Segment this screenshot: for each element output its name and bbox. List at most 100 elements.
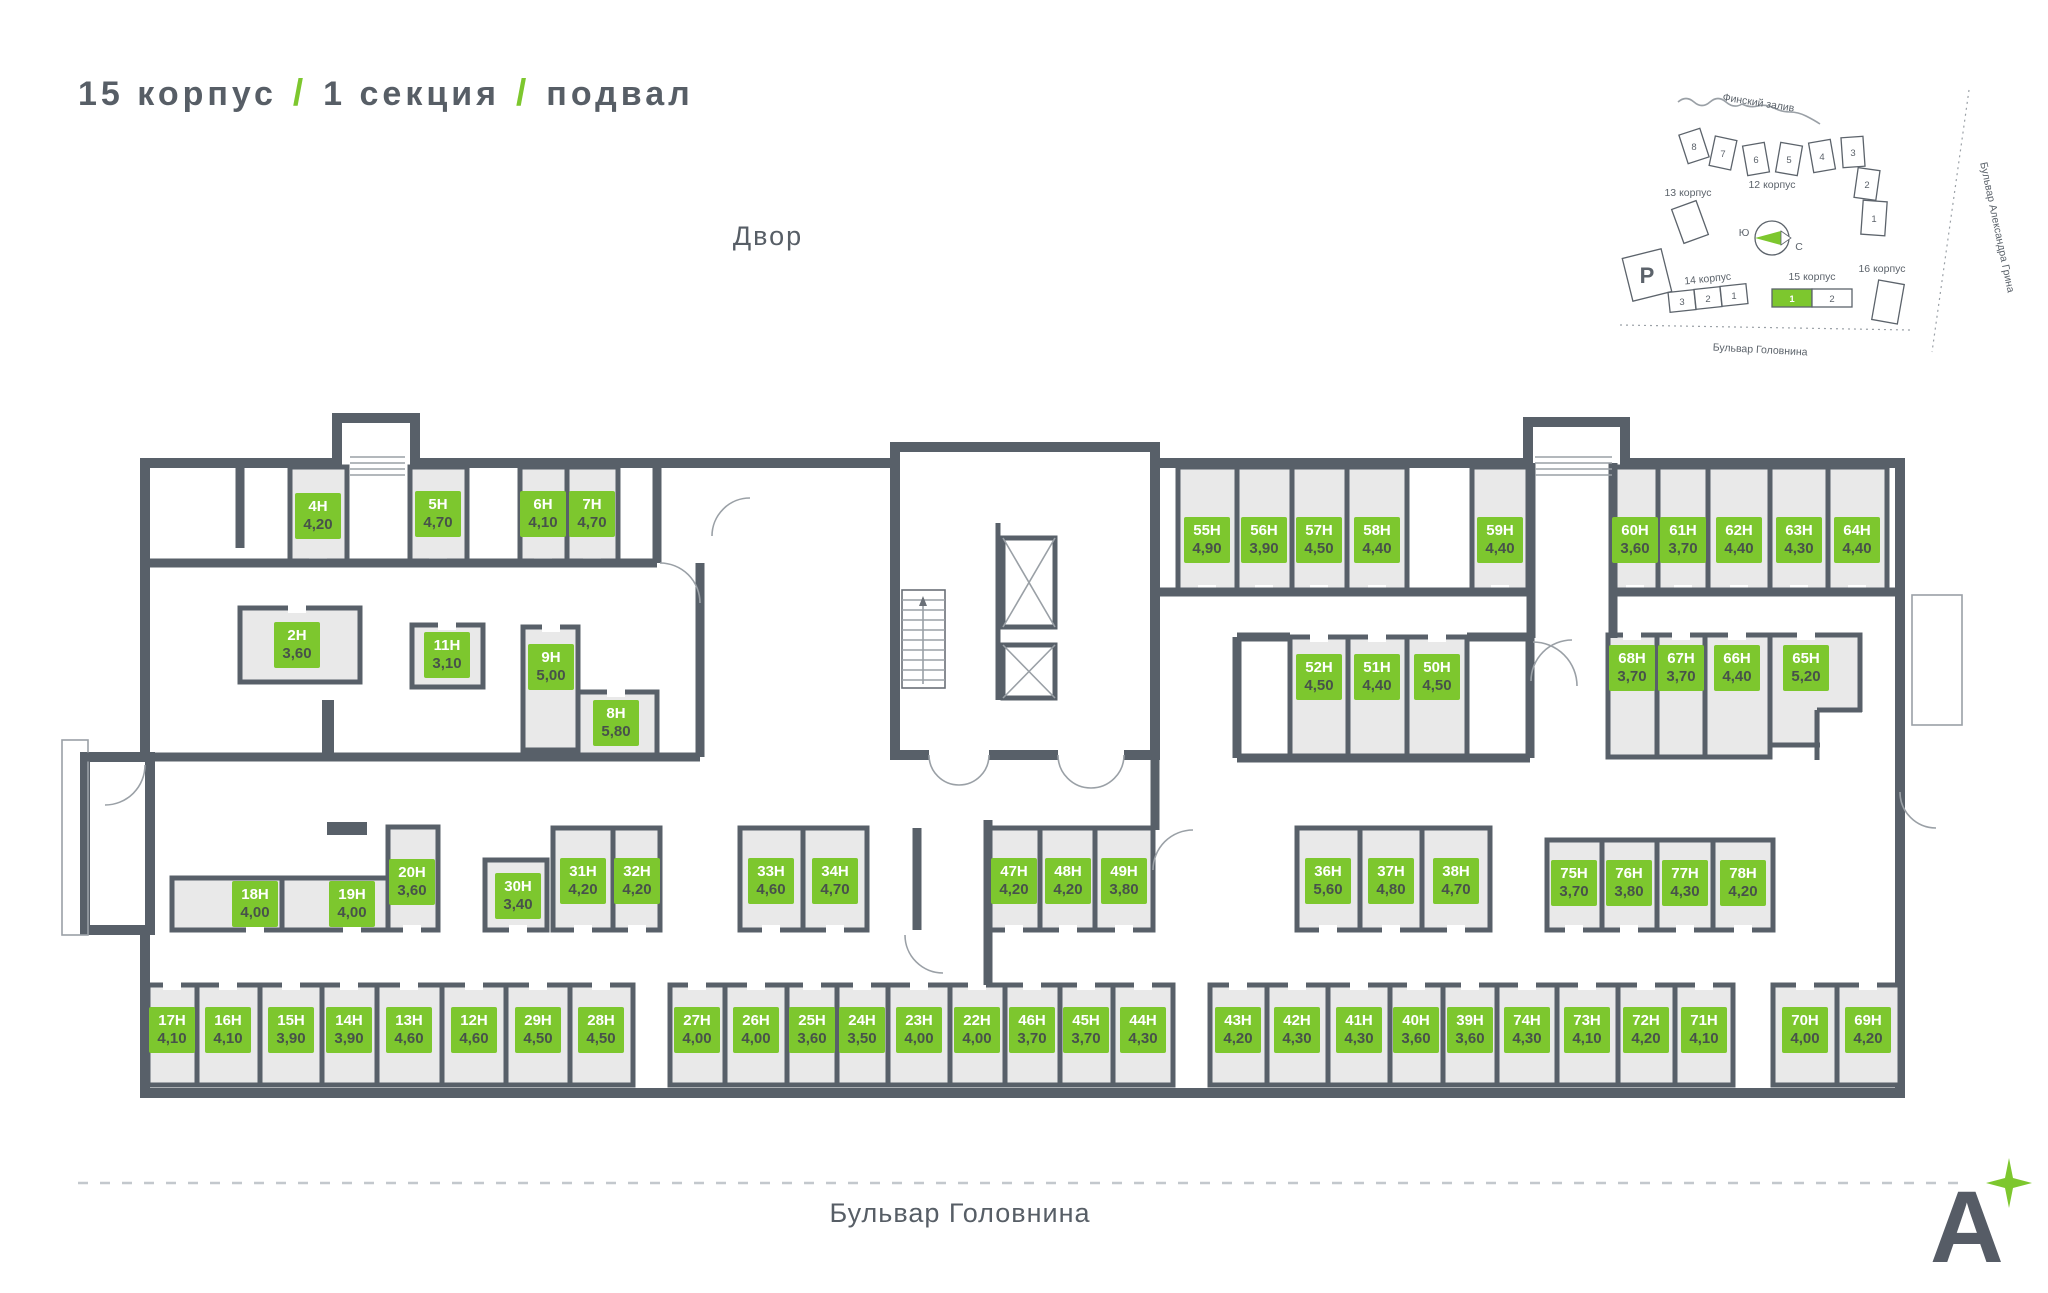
minimap-bldg15[interactable]: 15 корпус 1 2 — [1771, 271, 1853, 308]
svg-text:1: 1 — [1731, 291, 1736, 302]
exterior-stair-right — [1911, 594, 1963, 726]
unit-id: 65Н — [1792, 650, 1820, 667]
unit-id: 16Н — [214, 1012, 242, 1029]
door-gap — [574, 925, 592, 934]
door-gap — [1796, 981, 1814, 990]
svg-text:5: 5 — [1786, 155, 1791, 166]
unit-area: 4,20 — [568, 881, 598, 898]
door-gap — [1518, 981, 1536, 990]
door-gap — [1077, 981, 1095, 990]
door-gap — [1023, 981, 1041, 990]
unit-area: 3,90 — [334, 1030, 364, 1047]
unit-room-2Н[interactable] — [237, 605, 363, 685]
unit-area: 4,20 — [999, 881, 1029, 898]
door-gap — [288, 604, 306, 613]
minimap-section-2[interactable] — [1811, 288, 1853, 308]
unit-id: 77Н — [1671, 865, 1699, 882]
svg-text:1: 1 — [1789, 294, 1795, 305]
unit-area: 4,30 — [1282, 1030, 1312, 1047]
unit-area: 4,20 — [1728, 883, 1758, 900]
unit-id: 70Н — [1791, 1012, 1819, 1029]
door-gap — [1319, 925, 1337, 934]
unit-id: 78Н — [1729, 865, 1757, 882]
unit-area: 3,80 — [1109, 881, 1139, 898]
door-gap — [1059, 925, 1077, 934]
unit-id: 55Н — [1193, 522, 1221, 539]
door-gap — [688, 981, 706, 990]
unit-area: 3,90 — [276, 1030, 306, 1047]
